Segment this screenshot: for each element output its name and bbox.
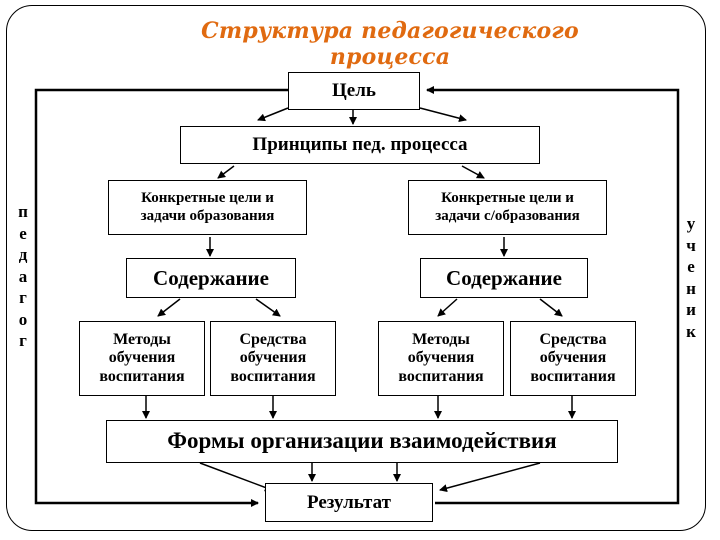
teacher-letter: а bbox=[18, 266, 28, 286]
student-letter: е bbox=[687, 257, 695, 276]
methods-left-line3: воспитания bbox=[99, 367, 185, 385]
arrow-goal-right bbox=[419, 107, 467, 123]
teacher-letter: о bbox=[18, 309, 28, 329]
teacher-letter: п bbox=[18, 202, 28, 221]
means-left-line2: обучения bbox=[239, 349, 307, 367]
side-label-teacher: п е д а г о г bbox=[13, 201, 33, 352]
methods-left-line1: Методы bbox=[113, 330, 171, 348]
methods-left-box: Методы обучения воспитания bbox=[79, 321, 205, 396]
content-left-box: Содержание bbox=[126, 258, 296, 298]
slide-frame bbox=[6, 5, 706, 531]
arrow-content-means-left bbox=[255, 298, 281, 317]
methods-right-line3: воспитания bbox=[398, 367, 484, 385]
arrow-forms-result-1 bbox=[199, 462, 273, 492]
concrete-goals-left-box: Конкретные цели и задачи образования bbox=[108, 180, 307, 235]
arrow-principles-right bbox=[461, 165, 485, 179]
methods-right-box: Методы обучения воспитания bbox=[378, 321, 504, 396]
content-left-label: Содержание bbox=[153, 265, 269, 290]
forms-label: Формы организации взаимодействия bbox=[167, 428, 557, 454]
methods-left-line2: обучения bbox=[108, 349, 176, 367]
concrete-goals-left-line2: задачи образования bbox=[140, 207, 275, 224]
goal-box: Цель bbox=[288, 72, 420, 110]
result-label: Результат bbox=[307, 491, 391, 513]
student-letter: и bbox=[686, 300, 696, 319]
means-right-line1: Средства bbox=[539, 330, 607, 348]
student-letter: ч bbox=[686, 235, 696, 255]
concrete-goals-right-line1: Конкретные цели и bbox=[441, 190, 574, 207]
methods-right-line2: обучения bbox=[407, 349, 475, 367]
diagram-title: Структура педагогического процесса bbox=[201, 18, 579, 70]
arrow-content-methods-left bbox=[157, 298, 181, 317]
content-right-box: Содержание bbox=[420, 258, 588, 298]
content-right-label: Содержание bbox=[446, 265, 562, 290]
teacher-letter: е bbox=[19, 223, 27, 243]
student-loop-line bbox=[426, 86, 680, 505]
arrow-principles-left bbox=[217, 165, 235, 179]
forms-box: Формы организации взаимодействия bbox=[106, 420, 618, 463]
arrow-forms-result-4 bbox=[439, 462, 541, 493]
means-right-line2: обучения bbox=[539, 349, 607, 367]
student-letter: к bbox=[686, 321, 696, 341]
result-box: Результат bbox=[265, 483, 433, 522]
arrow-content-means-right bbox=[539, 298, 563, 317]
teacher-letter: д bbox=[18, 245, 28, 264]
teacher-letter: г bbox=[19, 288, 27, 307]
principles-label: Принципы пед. процесса bbox=[252, 134, 468, 156]
means-right-box: Средства обучения воспитания bbox=[510, 321, 636, 396]
student-letter: н bbox=[686, 278, 696, 298]
means-right-line3: воспитания bbox=[530, 367, 616, 385]
goal-label: Цель bbox=[332, 80, 376, 102]
principles-box: Принципы пед. процесса bbox=[180, 126, 540, 164]
concrete-goals-right-line2: задачи с/образования bbox=[435, 207, 580, 224]
means-left-box: Средства обучения воспитания bbox=[210, 321, 336, 396]
side-label-student: у ч е н и к bbox=[681, 213, 701, 342]
arrow-content-methods-right bbox=[437, 298, 458, 317]
concrete-goals-left-line1: Конкретные цели и bbox=[141, 190, 274, 207]
student-letter: у bbox=[686, 214, 696, 233]
means-left-line1: Средства bbox=[239, 330, 307, 348]
teacher-letter: г bbox=[19, 331, 27, 350]
methods-right-line1: Методы bbox=[412, 330, 470, 348]
arrow-goal-left bbox=[257, 107, 289, 122]
means-left-line3: воспитания bbox=[230, 367, 316, 385]
concrete-goals-right-box: Конкретные цели и задачи с/образования bbox=[408, 180, 607, 235]
